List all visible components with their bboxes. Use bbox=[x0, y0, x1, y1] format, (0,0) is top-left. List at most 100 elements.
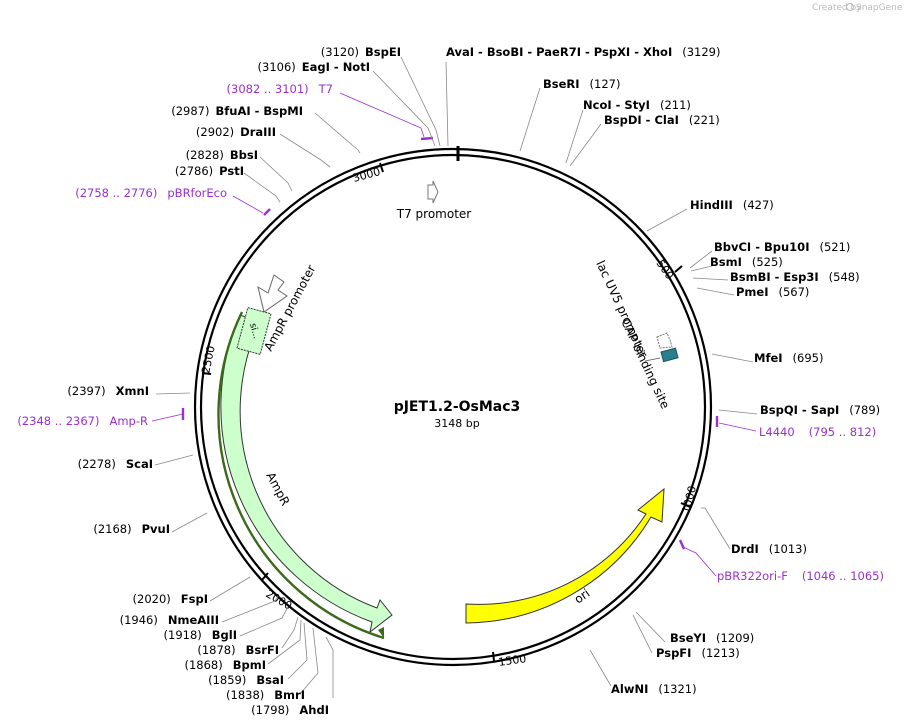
backbone-inner-strand bbox=[199, 153, 707, 661]
leader-t7 bbox=[339, 92, 425, 138]
site-pvui: (2168)PvuI bbox=[93, 522, 170, 536]
leader-bmri bbox=[299, 627, 319, 695]
leader-l4440 bbox=[718, 422, 757, 432]
leader-bspei bbox=[400, 56, 441, 147]
site-bsmbi-esp3i: BsmBI - Esp3I(548) bbox=[730, 270, 860, 284]
primer-labels: (3082 .. 3101)T7 (2758 .. 2776)pBRforEco… bbox=[17, 82, 884, 583]
leader-bsai bbox=[287, 622, 308, 680]
backbone-outer-strand bbox=[193, 147, 713, 667]
leader-bfuai bbox=[314, 112, 361, 154]
leader-bbvci bbox=[689, 250, 713, 269]
tick-1000 bbox=[680, 502, 691, 508]
leader-pmei bbox=[696, 287, 735, 296]
leader-bbsi bbox=[259, 156, 293, 192]
primer-t7: (3082 .. 3101)T7 bbox=[227, 82, 333, 96]
ampr-strand-line bbox=[217, 311, 385, 640]
leader-pvui bbox=[171, 512, 208, 533]
sites-left: (2397)XmnI (2278)ScaI (2168)PvuI (2020)F… bbox=[67, 384, 329, 717]
site-eagi-noti: (3106)EagI - NotI bbox=[258, 60, 370, 74]
leader-hindiii bbox=[646, 208, 688, 232]
leader-fspi bbox=[209, 576, 251, 602]
ampr-promoter-arrow bbox=[257, 274, 288, 313]
leader-nmeaiii bbox=[221, 595, 279, 623]
leader-draiii bbox=[279, 133, 331, 168]
site-nmeaiii: (1946)NmeAIII bbox=[120, 613, 219, 627]
leader-mfei bbox=[711, 353, 754, 363]
ampr-strand-head-icon bbox=[378, 627, 384, 638]
tick-1500 bbox=[492, 651, 495, 662]
site-xhoi-group: AvaI - BsoBI - PaeR7I - PspXI - XhoI(312… bbox=[446, 45, 720, 59]
primer-amp-r: (2348 .. 2367)Amp-R bbox=[17, 414, 148, 428]
signal-sequence-box bbox=[236, 306, 272, 356]
tick-2500 bbox=[201, 372, 212, 375]
cap-binding-site-box bbox=[660, 347, 679, 363]
site-ncoi-styi: NcoI - StyI(211) bbox=[583, 98, 691, 112]
tick-3000 bbox=[379, 162, 384, 173]
primer-leader-lines bbox=[151, 92, 757, 577]
tick-label-500: 500 bbox=[654, 257, 677, 282]
site-pmei: PmeI(567) bbox=[736, 285, 809, 299]
cap-leader bbox=[644, 357, 661, 362]
signal-sequence-label: si... bbox=[247, 322, 261, 340]
ampr-label: AmpR bbox=[263, 470, 292, 508]
leader-bsrfi bbox=[281, 616, 299, 649]
site-bsai: (1859)BsaI bbox=[208, 673, 284, 687]
snapgene-watermark: Created by SnapGene bbox=[812, 3, 903, 13]
site-bseyi: BseYI(1209) bbox=[670, 631, 754, 645]
site-bspei: (3120)BspEI bbox=[321, 45, 401, 59]
sites-top-left: (3120)BspEI (3106)EagI - NotI (2987)BfuA… bbox=[171, 45, 401, 178]
tick-label-1500: 1500 bbox=[498, 652, 528, 669]
site-xmni: (2397)XmnI bbox=[67, 384, 149, 398]
leader-bsmbi bbox=[692, 277, 729, 281]
site-ahdi: (1798)AhdI bbox=[251, 703, 329, 717]
site-bgli: (1918)BglI bbox=[164, 628, 237, 642]
site-drdi: DrdI(1013) bbox=[731, 542, 807, 556]
leader-pspfi bbox=[632, 614, 653, 654]
leader-ncoi bbox=[565, 109, 584, 164]
tick-label-2500: 2500 bbox=[199, 345, 218, 375]
site-hindiii: HindIII(427) bbox=[690, 198, 774, 212]
site-bsmi: BsmI(525) bbox=[710, 255, 783, 269]
leader-alwni bbox=[589, 649, 612, 687]
primer-l4440: L4440(795 .. 812) bbox=[759, 425, 876, 439]
primer-mark-pbrforeco bbox=[263, 208, 271, 216]
leader-bsmi bbox=[690, 265, 713, 272]
sites-right: BseRI(127) NcoI - StyI(211) BspDI - ClaI… bbox=[543, 77, 880, 696]
site-bbsi: (2828)BbsI bbox=[186, 148, 258, 162]
site-bspqi-sapi: BspQI - SapI(789) bbox=[760, 403, 880, 417]
leader-scai bbox=[154, 454, 194, 466]
ampr-gene-arrow bbox=[220, 314, 393, 634]
site-mfei: MfeI(695) bbox=[754, 351, 823, 365]
snapgene-logo-icon bbox=[846, 3, 854, 11]
site-bfuai-bspmi: (2987)BfuAI - BspMI bbox=[171, 104, 303, 118]
site-bseri: BseRI(127) bbox=[543, 77, 620, 91]
primer-mark-pbr322ori bbox=[678, 539, 686, 550]
primer-mark-t7 bbox=[420, 136, 434, 141]
site-alwni: AlwNI(1321) bbox=[611, 682, 697, 696]
cap-site-label: CAP binding site bbox=[618, 316, 672, 411]
plasmid-name: pJET1.2-OsMac3 bbox=[394, 399, 521, 415]
leader-psti bbox=[243, 172, 281, 203]
lac-promoter-arrow bbox=[656, 332, 673, 349]
t7-promoter-label: T7 promoter bbox=[396, 207, 472, 221]
plasmid-length: 3148 bp bbox=[434, 417, 479, 430]
site-bsrfi: (1878)BsrFI bbox=[197, 643, 279, 657]
tick-500 bbox=[674, 265, 683, 273]
leader-drdi bbox=[701, 507, 731, 550]
leader-xmni bbox=[155, 392, 191, 395]
site-bbvci-bpu10i: BbvCI - Bpu10I(521) bbox=[714, 240, 850, 254]
t7-promoter-arrow bbox=[427, 180, 439, 204]
leader-pbr322ori bbox=[682, 546, 717, 577]
tick-label-2000: 2000 bbox=[264, 587, 295, 612]
primer-pbrforeco: (2758 .. 2776)pBRforEco bbox=[75, 186, 227, 200]
tick-label-1000: 1000 bbox=[679, 484, 699, 514]
site-pspfi: PspFI(1213) bbox=[656, 646, 740, 660]
leader-bpmi bbox=[267, 619, 302, 665]
site-scai: (2278)ScaI bbox=[78, 457, 153, 471]
svg-text:SnapGene: SnapGene bbox=[856, 3, 903, 13]
leader-pbrforeco bbox=[232, 195, 264, 214]
leader-bgli bbox=[239, 606, 289, 637]
leader-lines bbox=[154, 56, 758, 698]
site-psti: (2786)PstI bbox=[175, 164, 244, 178]
